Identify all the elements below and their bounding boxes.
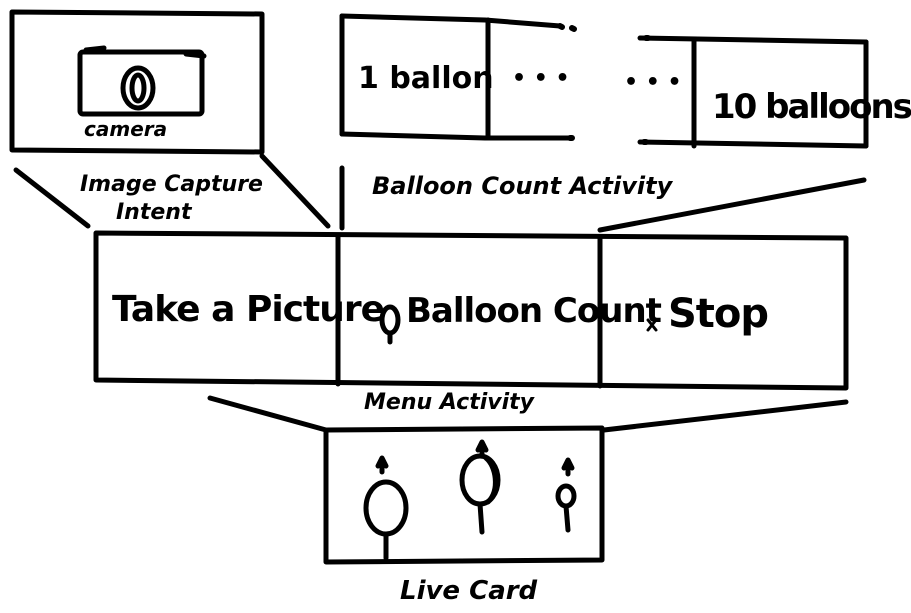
balloon-ellipsis-left: • • • [512,66,570,91]
balloon-cell-first[interactable]: 1 ballon [358,61,494,96]
balloon-2 [459,439,501,535]
balloon-ellipsis-right: • • • [624,70,682,95]
connector-image-right [259,153,331,229]
menu-activity-caption: Menu Activity [364,390,534,415]
balloon-menu-icon [379,304,401,345]
connector-image-left [13,167,91,229]
image-capture-caption-line1: Image Capture [80,172,263,197]
menu-item-stop[interactable]: Stop [668,291,769,337]
x-icon [646,318,658,332]
menu-item-take-picture[interactable]: Take a Picture [112,289,385,330]
balloon-strip-bottom [339,131,573,141]
balloon-count-caption: Balloon Count Activity [372,172,673,200]
live-card-caption: Live Card [400,576,538,606]
camera-icon [77,45,207,117]
image-capture-box [9,9,265,155]
image-capture-caption-line2: Intent [116,200,192,225]
menu-row-box [93,230,849,391]
menu-item-balloon-count[interactable]: Balloon Count [406,291,662,331]
balloon-strip-top-right [637,35,869,45]
balloon-3 [555,457,577,533]
balloon-1 [363,455,409,561]
balloon-cell-last[interactable]: 10 balloons [712,87,911,127]
connector-balloon-right [597,177,867,233]
camera-label: camera [84,117,168,141]
connector-menu-left [207,395,329,433]
balloon-strip-top [339,13,563,29]
connector-menu-right [601,399,849,433]
diagram-sketch [9,9,869,565]
live-card-box [323,425,605,565]
balloon-strip-bottom-right [637,139,869,149]
